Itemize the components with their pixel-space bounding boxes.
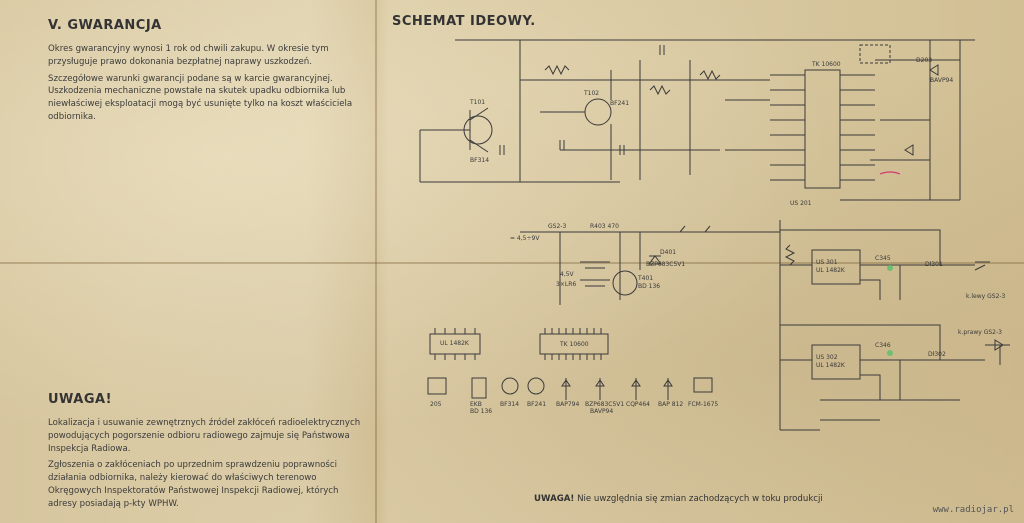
label-t401: T401 — [637, 275, 653, 282]
production-note: UWAGA! Nie uwzględnia się zmian zachodzą… — [534, 494, 823, 504]
label-c345: C345 — [875, 255, 891, 262]
label-t102-type: BF241 — [610, 100, 629, 107]
package-bzp683 — [595, 378, 605, 400]
label-battery-type: 3×LR6 — [556, 281, 576, 288]
label-pkg-bf314: BF314 — [500, 401, 519, 408]
package-bap794 — [561, 378, 571, 400]
ic-us302-body — [811, 344, 861, 380]
green-mark-2 — [887, 350, 893, 356]
label-supply: = 4,5÷9V — [510, 235, 540, 242]
green-mark-1 — [887, 265, 893, 271]
label-pkg-bavp94: BAVP94 — [590, 408, 613, 415]
label-us301-type: UL 1482K — [816, 267, 846, 274]
label-d301: Dł301 — [925, 261, 943, 268]
ic-us301-body — [811, 249, 861, 285]
label-pkg-fcm1675: FCM-1675 — [688, 401, 718, 408]
production-note-text: Nie uwzględnia się zmian zachodzących w … — [574, 494, 823, 504]
label-pkg-tk: TK 10600 — [559, 341, 589, 348]
package-cqp464 — [631, 378, 641, 400]
warranty-paragraph-2: Szczegółowe warunki gwarancji podane są … — [48, 73, 353, 122]
label-pkg-ekb: EKB — [470, 401, 482, 408]
label-d203: D203 — [916, 57, 932, 64]
fold-line-vertical — [375, 0, 377, 523]
battery-symbol — [580, 261, 610, 287]
label-battery: 4,5V — [560, 271, 575, 278]
package-fcm1675 — [693, 377, 713, 393]
transistor-t102-circle — [584, 98, 612, 126]
label-d401: D401 — [660, 249, 676, 256]
package-bf314 — [501, 377, 519, 395]
label-d302: Dł302 — [928, 351, 946, 358]
label-t401-type: BD 136 — [638, 283, 660, 290]
label-t101: T101 — [469, 99, 485, 106]
package-bd136 — [471, 377, 487, 399]
label-pkg-205: 205 — [430, 401, 442, 408]
label-t101-type: BF314 — [470, 157, 489, 164]
schematic-title: SCHEMAT IDEOWY. — [392, 14, 536, 29]
label-gs23: GS2-3 — [548, 223, 566, 230]
transistor-t101-circle — [463, 115, 493, 145]
label-r403: R403 470 — [590, 223, 619, 230]
label-pkg-ul: UL 1482K — [440, 340, 470, 347]
notice-section: UWAGA! Lokalizacja i usuwanie zewnętrzny… — [40, 392, 370, 515]
label-pkg-bf241: BF241 — [527, 401, 546, 408]
label-pkg-bzp683: BZP683C5V1 — [585, 401, 624, 408]
warranty-title: V. GWARANCJA — [48, 18, 162, 33]
zener-d401-symbol — [648, 255, 662, 265]
shield-box — [859, 44, 891, 64]
label-us301: US 301 — [816, 259, 838, 266]
label-klewy: k.lewy GS2-3 — [966, 293, 1006, 300]
warranty-paragraph-1: Okres gwarancyjny wynosi 1 rok od chwili… — [48, 44, 329, 67]
notice-paragraph-2: Zgłoszenia o zakłóceniach po uprzednim s… — [48, 460, 339, 509]
package-205 — [427, 377, 447, 395]
label-c346: C346 — [875, 342, 891, 349]
transistor-t101-symbol — [420, 107, 489, 153]
notice-title: UWAGA! — [48, 392, 113, 407]
label-us302-type: UL 1482K — [816, 362, 846, 369]
label-t102: T102 — [583, 90, 599, 97]
package-bap812 — [663, 378, 673, 400]
label-us201: US 201 — [790, 200, 812, 207]
label-bavp94: BAVP94 — [930, 77, 953, 84]
diode-d202-symbol — [904, 144, 914, 156]
label-us302: US 302 — [816, 354, 838, 361]
label-pkg-bap794: BAP794 — [556, 401, 579, 408]
watermark: www.radiojar.pl — [932, 505, 1014, 515]
label-kprawy: k.prawy GS2-3 — [958, 329, 1002, 336]
label-tk: TK 10600 — [811, 61, 841, 68]
label-d401-type: BZP683C5V1 — [646, 261, 685, 268]
package-bf241 — [527, 377, 545, 395]
package-tk10600 — [539, 333, 609, 355]
notice-paragraph-1: Lokalizacja i usuwanie zewnętrznych źród… — [48, 418, 361, 454]
pink-underline — [879, 171, 901, 175]
production-note-bold: UWAGA! — [534, 494, 575, 504]
warranty-section: V. GWARANCJA Okres gwarancyjny wynosi 1 … — [40, 18, 370, 128]
transistor-t401-circle — [612, 270, 638, 296]
label-pkg-bap812: BAP 812 — [658, 401, 683, 408]
fold-line-horizontal — [0, 262, 1024, 264]
ic-us201-body — [804, 69, 841, 189]
label-pkg-cqp464: CQP464 — [626, 401, 650, 408]
diode-d203-symbol — [929, 64, 939, 76]
label-pkg-bd136: BD 136 — [470, 408, 492, 415]
